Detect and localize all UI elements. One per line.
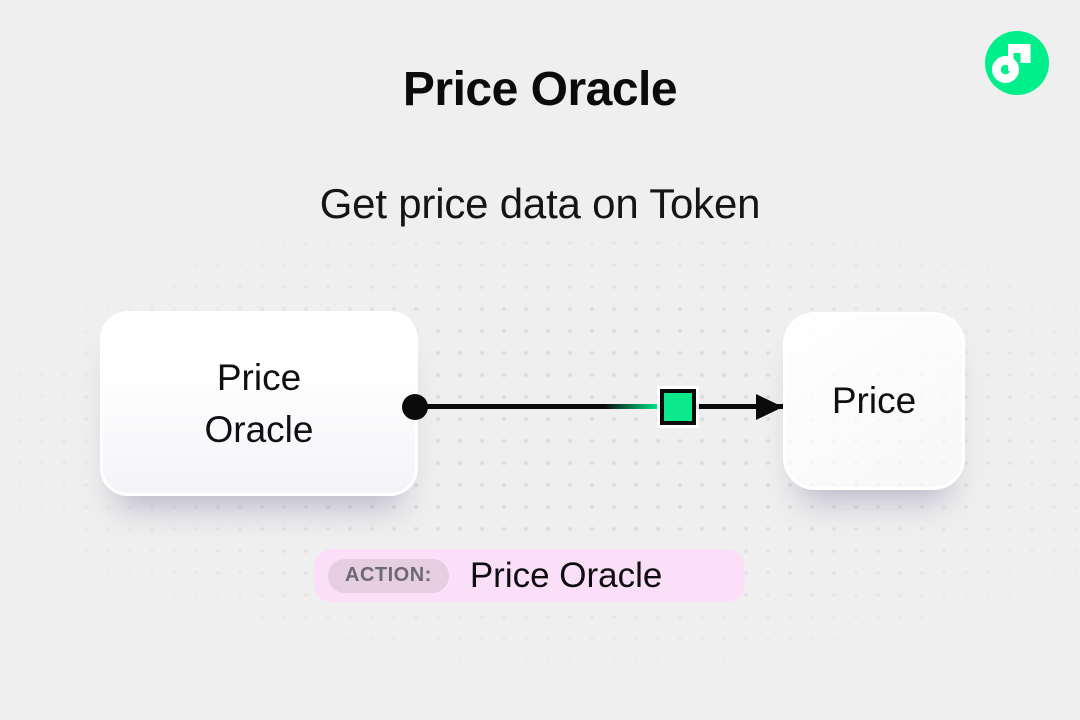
- target-node-label: Price: [831, 380, 917, 421]
- edge-line: [415, 404, 783, 409]
- edge-arrowhead-icon: [756, 394, 783, 420]
- page-title: Price Oracle: [402, 63, 678, 116]
- action-badge-label: Price Oracle: [469, 555, 663, 595]
- edge-line-green-gradient: [604, 404, 660, 409]
- page-subtitle: Get price data on Token: [319, 180, 761, 227]
- flow-logo-icon: [985, 31, 1049, 95]
- action-badge-prefix: ACTION:: [328, 558, 449, 593]
- target-node-price: Price: [783, 312, 965, 490]
- edge-action-square-marker: [660, 389, 696, 425]
- edge-start-dot: [402, 394, 428, 420]
- source-node-price-oracle: Price Oracle: [100, 311, 418, 496]
- source-node-label: Price Oracle: [204, 356, 314, 450]
- action-badge: ACTION: Price Oracle: [314, 549, 745, 602]
